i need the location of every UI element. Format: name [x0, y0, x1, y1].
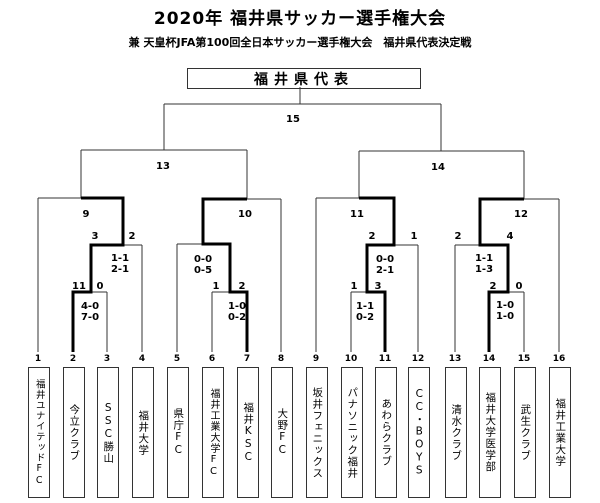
team-1-box: 福井ユナイテッドFC [28, 367, 50, 498]
q1r2-leg2-score: 2-1 [110, 264, 130, 275]
q2r1-aggregate-right: 2 [238, 281, 246, 292]
team-5-box: 県庁FC [167, 367, 189, 498]
team-4-number: 4 [138, 354, 146, 364]
team-16-number: 16 [552, 354, 566, 364]
team-2-name: 今立クラブ [68, 403, 81, 462]
team-6-box: 福井工業大学FC [202, 367, 224, 498]
q4r2-aggregate-right: 4 [506, 231, 514, 242]
team-3-number: 3 [103, 354, 111, 364]
q4r2-leg2-score: 1-3 [474, 264, 494, 275]
q3r1-leg2-score: 0-2 [355, 312, 375, 323]
team-11-box: あわらクラブ [375, 367, 397, 498]
q2r2-leg1-score: 0-0 [193, 254, 213, 265]
team-10-name: パナソニック福井 [346, 386, 359, 479]
team-14-box: 福井大学医学部 [479, 367, 501, 498]
q1r2-leg1-score: 1-1 [110, 253, 130, 264]
match-12-number: 12 [514, 209, 528, 220]
team-8-number: 8 [277, 354, 285, 364]
team-7-number: 7 [243, 354, 251, 364]
team-7-name: 福井KSC [242, 401, 255, 464]
team-14-number: 14 [482, 354, 496, 364]
champion-label: 福井県代表 [254, 71, 354, 88]
team-4-box: 福井大学 [132, 367, 154, 498]
q3r2-aggregate-right: 1 [410, 231, 418, 242]
team-16-name: 福井工業大学 [554, 398, 567, 467]
team-10-number: 10 [344, 354, 358, 364]
team-13-name: 清水クラブ [450, 403, 463, 462]
team-9-name: 坂井フェニックス [311, 386, 324, 479]
q4r1-leg2-score: 1-0 [495, 311, 515, 322]
team-16-box: 福井工業大学 [549, 367, 571, 498]
q1r1-leg1-score: 4-0 [80, 301, 100, 312]
q1r2-aggregate-left: 3 [91, 231, 99, 242]
q3r1-aggregate-left: 1 [350, 281, 358, 292]
q2r1-leg2-score: 0-2 [227, 312, 247, 323]
team-13-number: 13 [448, 354, 462, 364]
team-9-number: 9 [312, 354, 320, 364]
team-1-name: 福井ユナイテッドFC [33, 378, 45, 487]
q3r1-aggregate-right: 3 [374, 281, 382, 292]
team-12-name: CC・BOYS [413, 387, 426, 478]
q3r2-aggregate-left: 2 [368, 231, 376, 242]
q1r1-aggregate-left: 11 [72, 281, 86, 292]
team-14-name: 福井大学医学部 [484, 392, 497, 473]
team-11-name: あわらクラブ [380, 398, 393, 467]
match-9-number: 9 [82, 209, 90, 220]
team-3-name: SSC勝山 [102, 401, 115, 464]
q4r1-aggregate-right: 0 [515, 281, 523, 292]
team-15-name: 武生クラブ [519, 403, 532, 462]
match-11-number: 11 [350, 209, 364, 220]
match-13-number: 13 [156, 161, 170, 172]
q3r1-leg1-score: 1-1 [355, 301, 375, 312]
team-6-number: 6 [208, 354, 216, 364]
champion-box: 福井県代表 [187, 68, 421, 89]
team-6-name: 福井工業大学FC [208, 387, 219, 478]
team-13-box: 清水クラブ [445, 367, 467, 498]
q4r2-leg1-score: 1-1 [474, 253, 494, 264]
q1r2-aggregate-right: 2 [128, 231, 136, 242]
match-15-number: 15 [286, 114, 300, 125]
q2r1-aggregate-left: 1 [212, 281, 220, 292]
team-5-number: 5 [173, 354, 181, 364]
team-4-name: 福井大学 [137, 409, 150, 456]
team-3-box: SSC勝山 [97, 367, 119, 498]
match-14-number: 14 [431, 162, 445, 173]
match-10-number: 10 [238, 209, 252, 220]
team-15-number: 15 [517, 354, 531, 364]
q1r1-aggregate-right: 0 [96, 281, 104, 292]
team-2-box: 今立クラブ [63, 367, 85, 498]
team-8-name: 大野FC [276, 408, 289, 457]
q3r2-leg1-score: 0-0 [375, 254, 395, 265]
q2r1-leg1-score: 1-0 [227, 301, 247, 312]
q2r2-leg2-score: 0-5 [193, 265, 213, 276]
team-1-number: 1 [34, 354, 42, 364]
q4r1-aggregate-left: 2 [489, 281, 497, 292]
q4r2-aggregate-left: 2 [454, 231, 462, 242]
q1r1-leg2-score: 7-0 [80, 312, 100, 323]
team-12-box: CC・BOYS [408, 367, 430, 498]
q3r2-leg2-score: 2-1 [375, 265, 395, 276]
q4r1-leg1-score: 1-0 [495, 300, 515, 311]
team-15-box: 武生クラブ [514, 367, 536, 498]
page-title: 2020年 福井県サッカー選手権大会 [153, 9, 447, 29]
team-8-box: 大野FC [271, 367, 293, 498]
team-7-box: 福井KSC [237, 367, 259, 498]
team-2-number: 2 [69, 354, 77, 364]
page-subtitle: 兼 天皇杯JFA第100回全日本サッカー選手権大会 福井県代表決定戦 [128, 36, 472, 49]
team-10-box: パナソニック福井 [341, 367, 363, 498]
team-11-number: 11 [378, 354, 392, 364]
team-5-name: 県庁FC [172, 408, 185, 457]
team-12-number: 12 [411, 354, 425, 364]
team-9-box: 坂井フェニックス [306, 367, 328, 498]
